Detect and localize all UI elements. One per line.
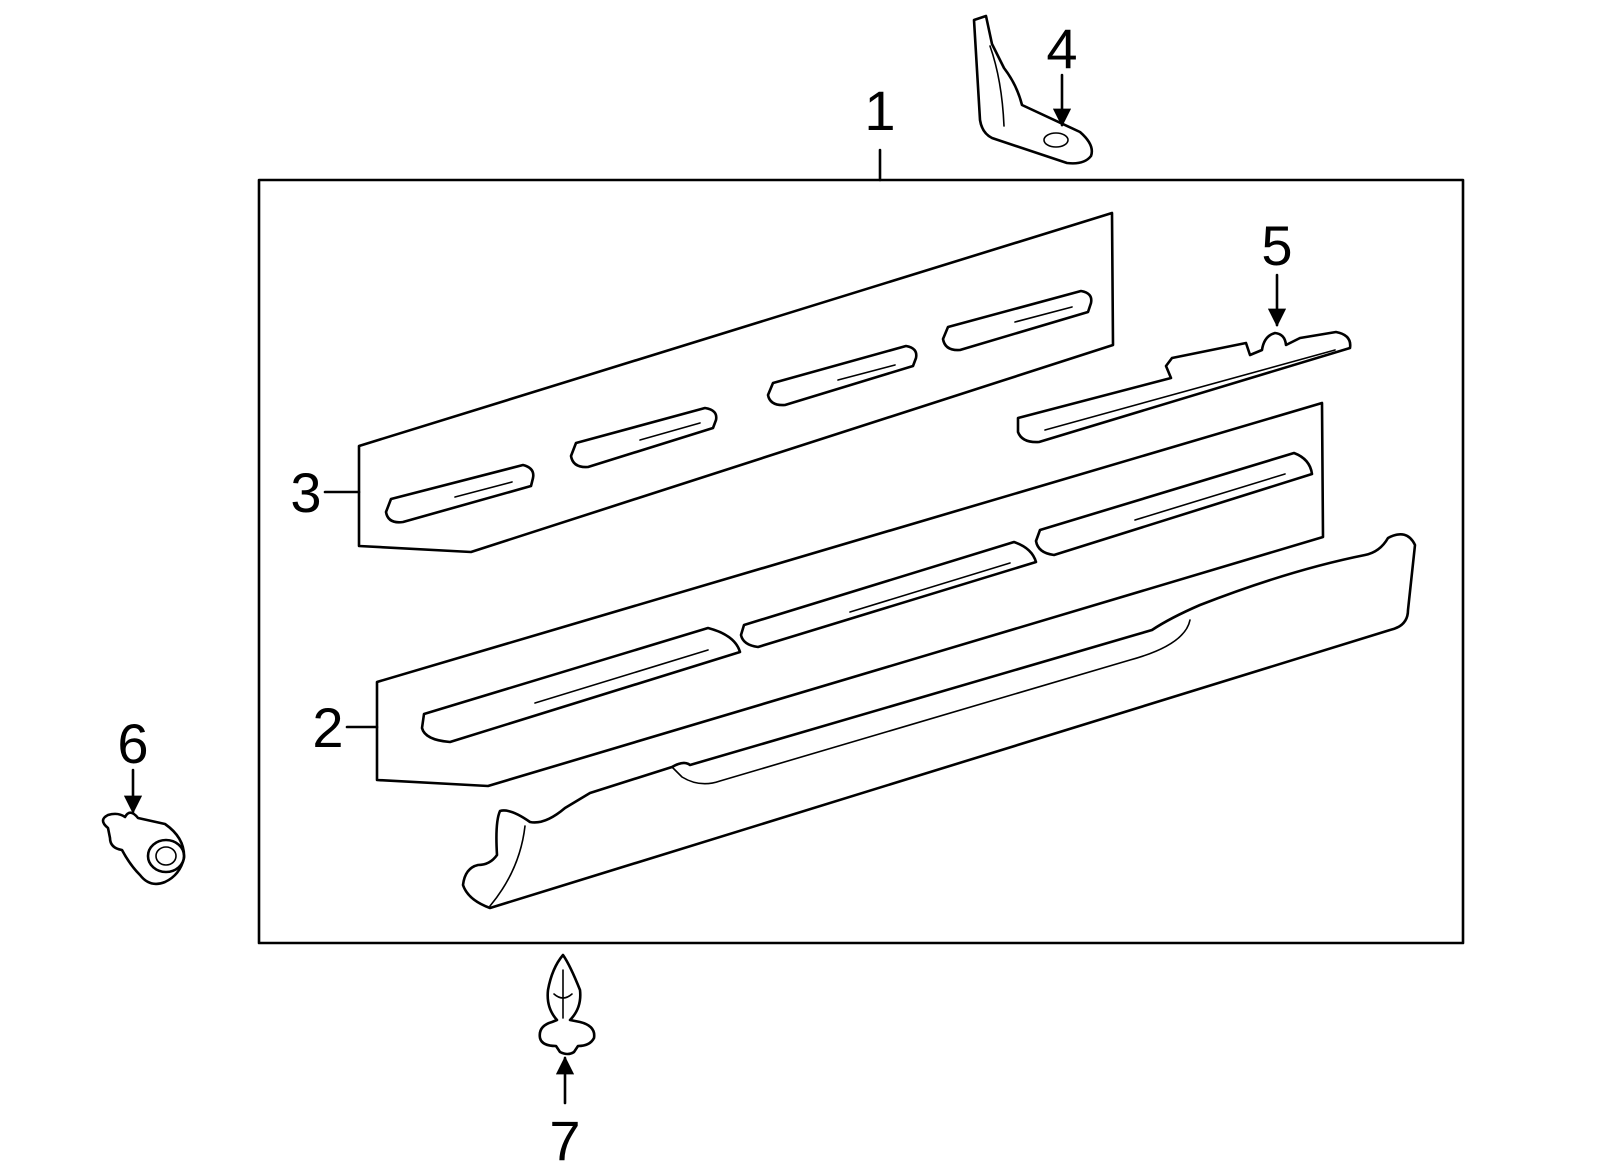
scuff-pad (739, 540, 1038, 649)
retainer-clip (538, 953, 596, 1056)
rocker-panel-molding (461, 533, 1417, 910)
callout-2: 2 (312, 696, 343, 759)
upper-molding-strip (1016, 330, 1352, 444)
scuff-pad (384, 463, 535, 524)
scuff-pad (766, 344, 918, 407)
scuff-plate-front-group (375, 401, 1325, 788)
scuff-pad (1034, 451, 1314, 557)
callout-6: 6 (117, 712, 148, 775)
scuff-pad (569, 406, 718, 469)
scuff-pad (420, 626, 742, 744)
scuff-pad (941, 289, 1093, 352)
callout-4: 4 (1046, 17, 1077, 80)
callout-7: 7 (549, 1109, 580, 1172)
callout-3: 3 (290, 461, 321, 524)
assembly-frame (257, 178, 1465, 945)
push-clip (101, 811, 186, 886)
callout-5: 5 (1261, 214, 1292, 277)
scuff-plate-rear-group (357, 211, 1115, 554)
callout-1: 1 (864, 79, 895, 142)
